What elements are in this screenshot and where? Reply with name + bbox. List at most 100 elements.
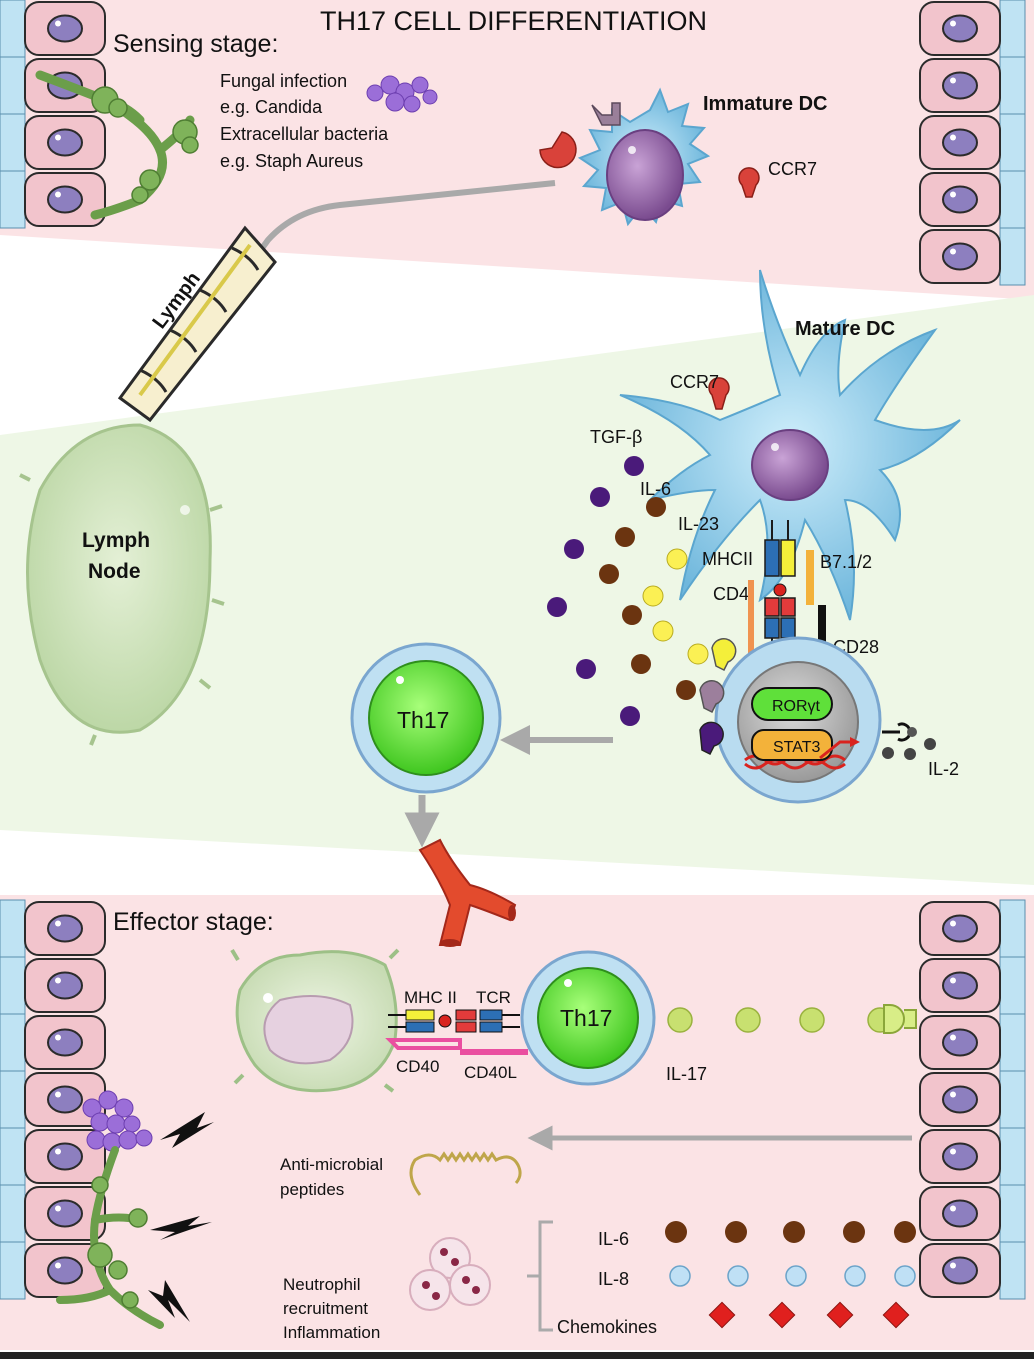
mature-dc-label: Mature DC (795, 318, 895, 340)
peptide-coil-icon (409, 1151, 522, 1196)
il8-molecule (785, 1265, 807, 1287)
il6-effector-molecule (665, 1221, 687, 1243)
epithelial-nucleus (47, 1199, 83, 1228)
epithelial-nucleus (942, 71, 978, 100)
mhcii-label: MHCII (702, 549, 753, 569)
b7-molecule (806, 550, 814, 605)
il23-molecule (642, 585, 664, 607)
nucleus-highlight (950, 134, 956, 141)
tcr-label-effector: TCR (476, 988, 511, 1007)
il17-molecule (735, 1007, 761, 1033)
epithelium-lumen (999, 113, 1026, 172)
epithelium-lumen (0, 0, 26, 58)
chemokine-molecule (768, 1301, 796, 1329)
nucleus-highlight (55, 977, 61, 984)
pathogen-line-3: Extracellular bacteria (220, 124, 389, 144)
synapse-effector (388, 1009, 520, 1033)
epithelium-lumen (999, 956, 1026, 1015)
tgf-beta-label: TGF-β (590, 427, 642, 447)
tgf-beta-molecule (547, 597, 567, 617)
nucleus-highlight (55, 20, 61, 27)
nucleus-highlight (55, 1091, 61, 1098)
nucleus-highlight (950, 1091, 956, 1098)
epithelium-lumen (999, 56, 1026, 115)
damage-bolt-icons (148, 1112, 214, 1322)
epithelium-bottom-right (919, 899, 1026, 1300)
il6-molecule (676, 680, 696, 700)
epithelial-nucleus (47, 14, 83, 43)
th17-cell-priming (350, 642, 502, 794)
fungal-clusters-bottom (87, 1176, 148, 1309)
epithelial-nucleus (47, 914, 83, 943)
il6-label-mid: IL-6 (640, 479, 671, 499)
pathogen-line-1: Fungal infection (220, 71, 347, 91)
neutrophil-icons (409, 1237, 491, 1311)
il6-molecule (615, 527, 635, 547)
epithelial-nucleus (942, 242, 978, 271)
cd4-label: CD4 (713, 584, 749, 604)
nucleus-highlight (950, 20, 956, 27)
epithelium-top-right (919, 0, 1026, 286)
candida-cluster-bottom (82, 1090, 153, 1152)
epithelium-lumen (999, 899, 1026, 958)
cytokine-receptors (699, 638, 737, 756)
epithelium-top-left (0, 0, 106, 229)
epithelium-lumen (999, 1184, 1026, 1243)
neutro-label-1: Neutrophil (283, 1275, 361, 1294)
epithelium-lumen (0, 56, 26, 115)
lymph-vessel-highlight (138, 243, 252, 397)
epithelial-nucleus (942, 1085, 978, 1114)
epithelial-nucleus (47, 1028, 83, 1057)
priming-cytokines (547, 456, 709, 726)
b7-label: B7.1/2 (820, 552, 872, 572)
chemokine-molecule (882, 1301, 910, 1329)
epithelial-nucleus (47, 185, 83, 214)
epithelium-lumen (0, 113, 26, 172)
chemokines-label: Chemokines (557, 1317, 657, 1337)
epithelium-lumen (0, 1127, 26, 1186)
nucleus-highlight (950, 1262, 956, 1269)
amp-label-2: peptides (280, 1180, 344, 1199)
fungal-clusters-top (91, 86, 199, 204)
sensing-heading: Sensing stage: (113, 30, 278, 58)
sensing-band (0, 0, 1034, 300)
nucleus-highlight (55, 191, 61, 198)
il23-label: IL-23 (678, 514, 719, 534)
il6-effector-molecule (725, 1221, 747, 1243)
effector-heading: Effector stage: (113, 908, 274, 936)
th17-label-priming: Th17 (397, 707, 449, 733)
cd40-label: CD40 (396, 1057, 439, 1076)
nucleus-highlight (950, 977, 956, 984)
epithelial-nucleus (47, 1256, 83, 1285)
amp-label-1: Anti-microbial (280, 1155, 383, 1174)
il6-effector-molecule (843, 1221, 865, 1243)
ccr7-label-mid: CCR7 (670, 372, 719, 392)
epithelial-nucleus (47, 128, 83, 157)
nucleus-highlight (55, 1148, 61, 1155)
effector-band (0, 895, 1034, 1350)
il8-label: IL-8 (598, 1269, 629, 1289)
chemokine-molecule (708, 1301, 736, 1329)
cd4-molecule (748, 580, 754, 665)
apc-macrophage (230, 948, 400, 1093)
nucleus-highlight (55, 920, 61, 927)
il6-effector-molecule (783, 1221, 805, 1243)
nucleus-highlight (950, 191, 956, 198)
il6-effector-molecule (894, 1221, 916, 1243)
lymph-node (19, 423, 225, 746)
effector-cytokine-rows (665, 1221, 916, 1329)
nucleus-highlight (950, 1148, 956, 1155)
receptor-icons-immature-dc (539, 102, 760, 198)
il17-molecule (667, 1007, 693, 1033)
epithelium-lumen (999, 1127, 1026, 1186)
epithelium-lumen (999, 1241, 1026, 1300)
mhc2-label-effector: MHC II (404, 988, 457, 1007)
epithelium-lumen (0, 1013, 26, 1072)
pathogen-line-2: e.g. Candida (220, 97, 323, 117)
il2-label: IL-2 (928, 759, 959, 779)
il8-molecule (844, 1265, 866, 1287)
nucleus-highlight (950, 1034, 956, 1041)
th17-label-effector: Th17 (560, 1005, 612, 1031)
epithelium-lumen (999, 1070, 1026, 1129)
